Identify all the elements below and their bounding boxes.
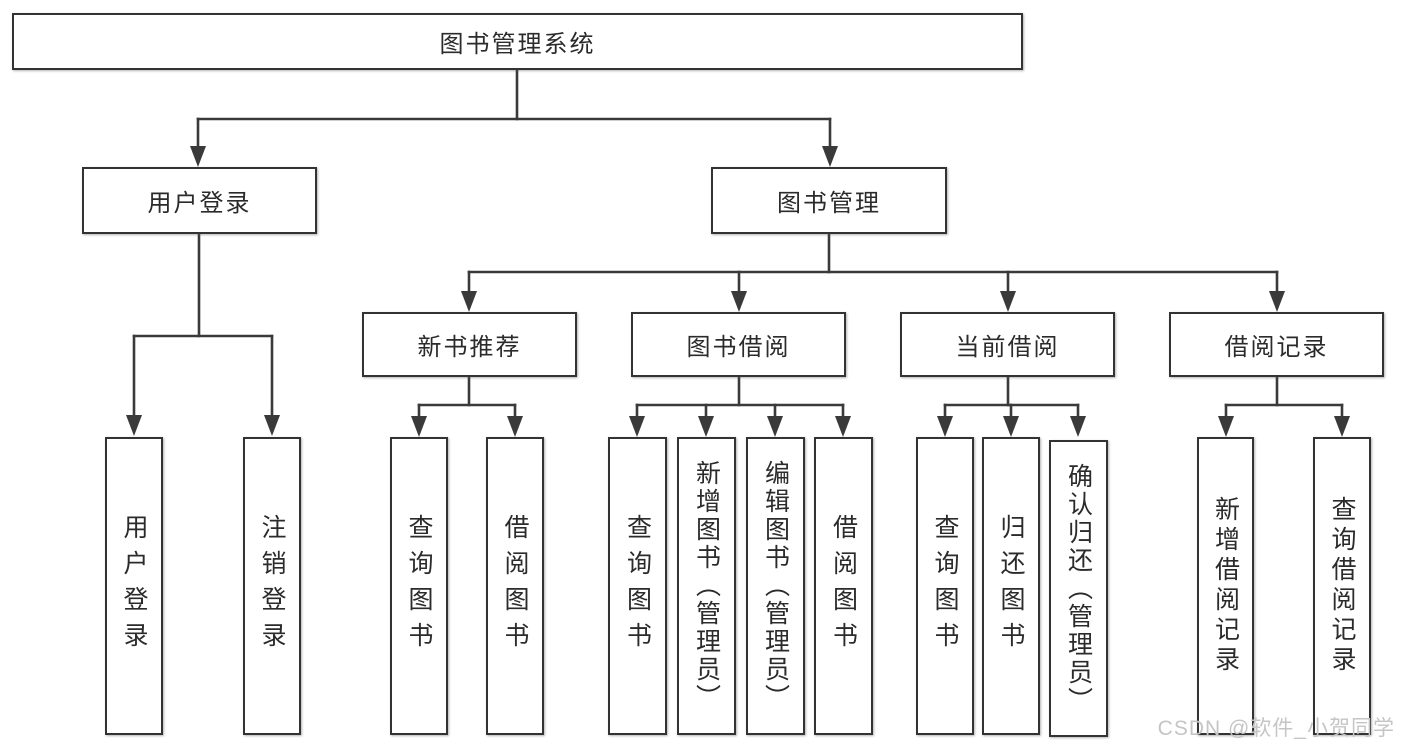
leaf-user-login: 用户登录 — [105, 437, 163, 735]
leaf-query-borrow-record-label: 查询借阅记录 — [1328, 496, 1356, 676]
leaf-confirm-return-admin-label: 确认归还（管理员） — [1064, 462, 1093, 715]
leaf-query-book-recommend-label: 查询图书 — [405, 514, 433, 658]
leaf-add-book-admin-label: 新增图书（管理员） — [692, 460, 721, 712]
node-borrow-records-label: 借阅记录 — [1224, 334, 1329, 361]
node-root-label: 图书管理系统 — [439, 31, 596, 58]
leaf-user-login-label: 用户登录 — [120, 514, 148, 658]
leaf-query-book-borrowing: 查询图书 — [608, 437, 667, 735]
leaf-borrow-book-recommend: 借阅图书 — [486, 437, 544, 735]
node-current-borrowing: 当前借阅 — [900, 312, 1115, 377]
leaf-edit-book-admin: 编辑图书（管理员） — [746, 437, 805, 735]
leaf-query-book-current: 查询图书 — [916, 437, 974, 735]
node-new-book-recommend-label: 新书推荐 — [417, 334, 522, 361]
leaf-edit-book-admin-label: 编辑图书（管理员） — [761, 460, 790, 712]
leaf-return-book: 归还图书 — [982, 437, 1040, 735]
leaf-add-borrow-record: 新增借阅记录 — [1197, 437, 1254, 735]
leaf-add-borrow-record-label: 新增借阅记录 — [1211, 496, 1240, 676]
node-new-book-recommend: 新书推荐 — [362, 312, 577, 377]
csdn-watermark: CSDN @软件_小贺同学 — [1157, 717, 1395, 740]
leaf-logout: 注销登录 — [243, 437, 301, 735]
node-book-borrowing: 图书借阅 — [631, 312, 846, 377]
leaf-borrow-book-borrowing: 借阅图书 — [814, 437, 873, 735]
node-book-management-label: 图书管理 — [777, 190, 881, 217]
node-borrow-records: 借阅记录 — [1169, 312, 1384, 377]
leaf-borrow-book-borrowing-label: 借阅图书 — [829, 514, 858, 658]
leaf-logout-label: 注销登录 — [258, 514, 286, 658]
leaf-borrow-book-recommend-label: 借阅图书 — [501, 514, 529, 658]
leaf-query-book-borrowing-label: 查询图书 — [623, 514, 652, 658]
node-user-login-label: 用户登录 — [147, 190, 252, 217]
connector-group — [126, 68, 1350, 437]
leaf-return-book-label: 归还图书 — [997, 514, 1025, 658]
leaf-query-book-recommend: 查询图书 — [390, 437, 448, 735]
node-book-management: 图书管理 — [711, 167, 947, 234]
node-root: 图书管理系统 — [12, 13, 1023, 70]
node-current-borrowing-label: 当前借阅 — [955, 334, 1060, 361]
leaf-add-book-admin: 新增图书（管理员） — [677, 437, 736, 735]
leaf-query-book-current-label: 查询图书 — [931, 514, 959, 658]
node-book-borrowing-label: 图书借阅 — [686, 334, 791, 361]
node-user-login: 用户登录 — [82, 167, 317, 234]
leaf-query-borrow-record: 查询借阅记录 — [1313, 437, 1371, 735]
leaf-confirm-return-admin: 确认归还（管理员） — [1049, 440, 1108, 737]
